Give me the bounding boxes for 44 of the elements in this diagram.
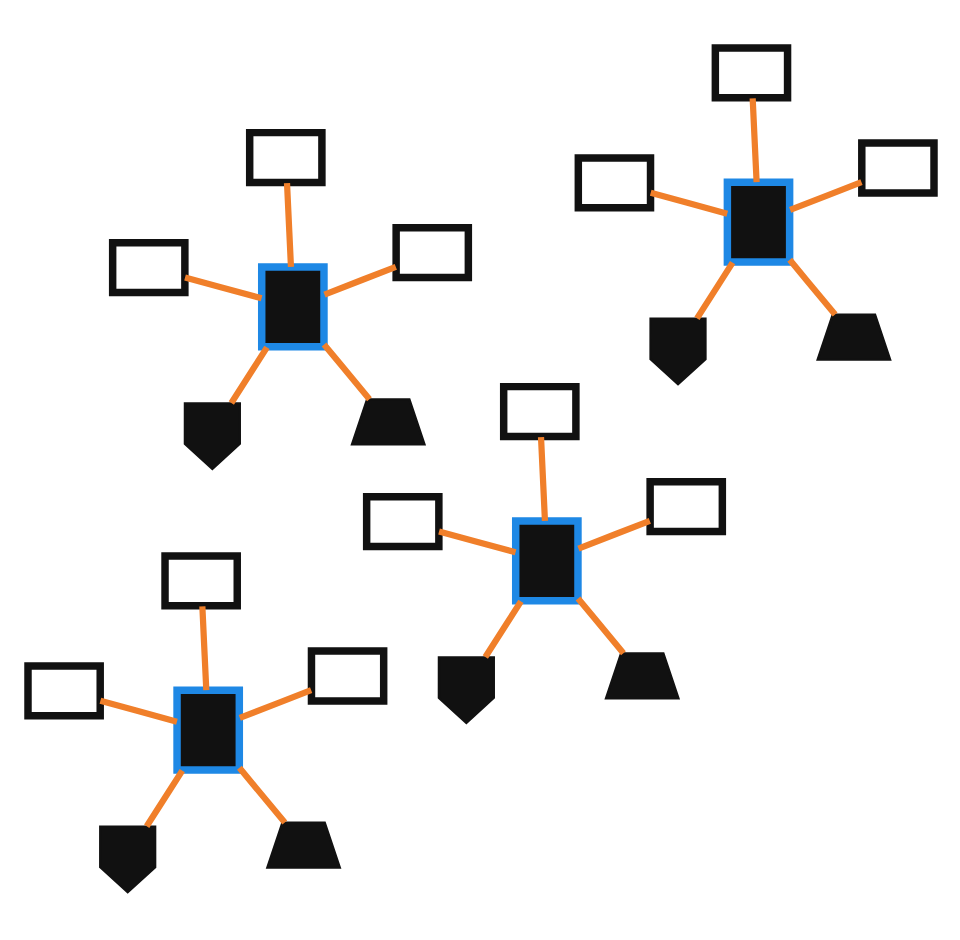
node-monitor [107, 238, 188, 297]
node-person [98, 825, 156, 894]
node-monitor [710, 44, 791, 102]
node-phone [349, 398, 426, 446]
node-phone [815, 313, 891, 361]
connector [481, 599, 523, 659]
node-building [257, 263, 327, 351]
node-building [510, 517, 581, 605]
connector [198, 606, 209, 691]
connector [183, 274, 262, 302]
node-monitor [361, 492, 442, 551]
connector [788, 179, 862, 213]
node-person [648, 317, 706, 386]
connector [437, 528, 516, 556]
node-phone [264, 821, 341, 869]
connector [576, 517, 650, 552]
connector [320, 342, 371, 402]
connector [237, 687, 312, 721]
connector [282, 182, 294, 267]
node-monitor [306, 647, 387, 705]
node-monitor [857, 139, 937, 197]
connector [236, 765, 287, 825]
connector [536, 436, 548, 521]
node-monitor [160, 552, 240, 610]
connector [98, 697, 177, 725]
node-monitor [498, 382, 579, 441]
connector [748, 98, 759, 183]
connector [648, 189, 728, 217]
connector [574, 596, 625, 656]
node-monitor [244, 128, 325, 187]
node-person [182, 402, 240, 471]
node-monitor [391, 224, 472, 282]
node-monitor [573, 154, 654, 212]
node-monitor [645, 478, 726, 536]
connector [693, 260, 735, 320]
node-building [172, 686, 243, 774]
node-phone [603, 652, 680, 700]
connector [143, 768, 184, 828]
connector [227, 345, 269, 405]
node-person [436, 656, 494, 725]
node-building [722, 178, 793, 266]
node-monitor [23, 662, 103, 720]
connector [322, 263, 396, 298]
connector [786, 257, 837, 317]
